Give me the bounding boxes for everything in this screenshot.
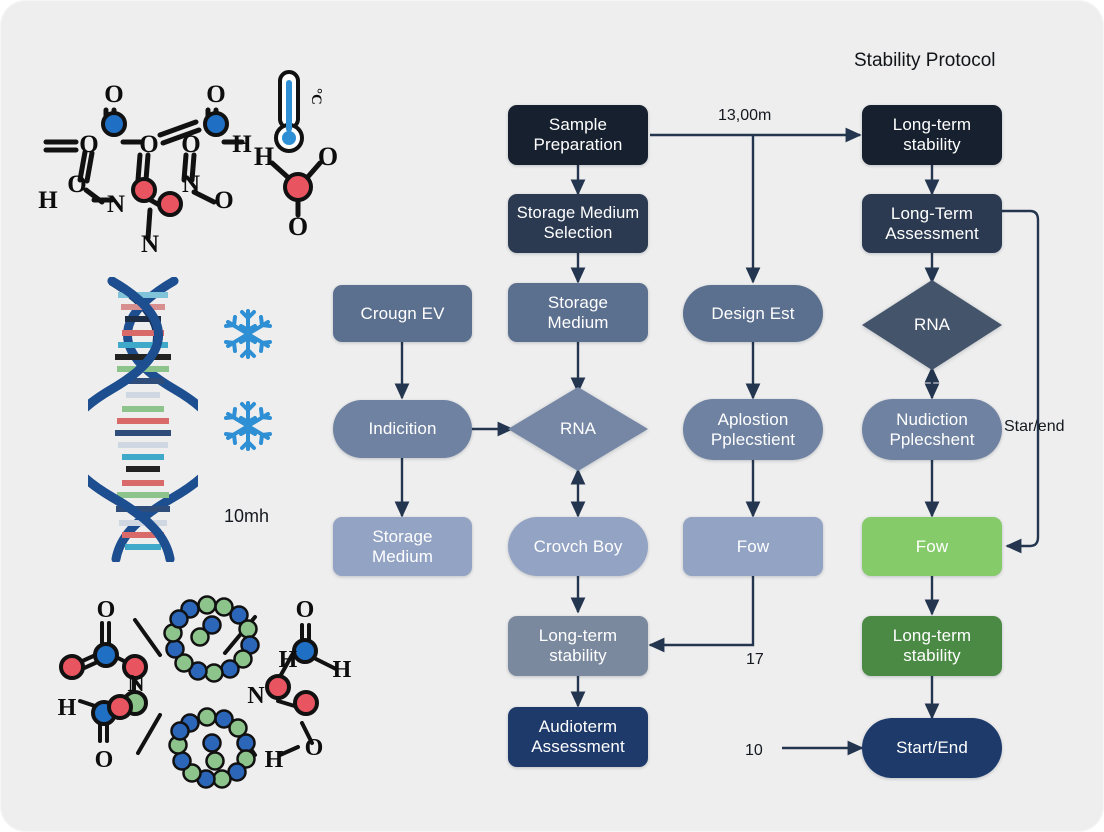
svg-text:H: H [58, 695, 77, 721]
node-start-end[interactable]: Start/End [862, 718, 1002, 778]
dna-helix-illustration [88, 277, 198, 562]
svg-text:N: N [141, 231, 159, 258]
svg-text:O: O [104, 81, 123, 108]
svg-text:O: O [214, 187, 233, 214]
snowflake-icon [224, 309, 272, 359]
node-long-term-stability-green[interactable]: Long-term stability [862, 616, 1002, 676]
edge-label-13-00m: 13,00m [718, 107, 772, 124]
edge-label-17: 17 [746, 651, 764, 668]
molecule-water-illustration: H O O [254, 145, 338, 241]
node-design-est[interactable]: Design Est [683, 285, 823, 342]
chart-title: Stability Protocol [854, 50, 996, 71]
node-crovch-boy[interactable]: Crovch Boy [508, 517, 648, 576]
peptide-ring-top [163, 595, 260, 683]
node-storage-medium-center[interactable]: Storage Medium [508, 283, 648, 342]
node-aplostion-pplecstient[interactable]: Aplostion Pplecstient [683, 399, 823, 460]
thermometer-unit-label: °C [308, 88, 324, 105]
svg-text:O: O [95, 747, 114, 773]
node-nudiction-pplecshent[interactable]: Nudiction Pplecshent [862, 399, 1002, 460]
node-rna-center[interactable]: RNA [508, 387, 648, 471]
svg-text:O: O [97, 597, 116, 623]
node-storage-medium-selection[interactable]: Storage Medium Selection [508, 194, 648, 253]
svg-text:O: O [305, 735, 324, 761]
svg-text:N: N [182, 171, 200, 198]
edge-label-star-end: Star/end [1004, 418, 1065, 435]
svg-text:O: O [181, 131, 200, 158]
svg-text:H: H [254, 145, 274, 171]
node-crougn-ev[interactable]: Crougn EV [333, 285, 472, 342]
svg-text:O: O [67, 171, 86, 198]
svg-text:H: H [232, 131, 252, 158]
svg-text:O: O [79, 131, 98, 158]
node-rna-center-label: RNA [560, 419, 596, 438]
svg-text:N: N [247, 683, 265, 709]
node-rna-right[interactable]: RNA [862, 280, 1002, 370]
node-long-term-stability-top-right[interactable]: Long-term stability [862, 105, 1002, 165]
node-fow-green[interactable]: Fow [862, 517, 1002, 576]
node-storage-medium-left[interactable]: Storage Medium [333, 517, 472, 576]
svg-text:H: H [279, 647, 298, 673]
duration-label: 10mh [224, 506, 270, 526]
node-long-term-assessment[interactable]: Long-Term Assessment [862, 194, 1002, 253]
thermometer-icon: °C [274, 70, 324, 153]
node-audioterm-assessment[interactable]: Audioterm Assessment [508, 707, 648, 767]
svg-text:O: O [139, 131, 158, 158]
molecule-bottom-illustration: O N H O N H O H O H [58, 595, 352, 789]
edge-label-10: 10 [745, 742, 763, 759]
svg-text:H: H [265, 747, 284, 773]
peptide-ring-bottom [168, 707, 256, 789]
node-fow-column3[interactable]: Fow [683, 517, 823, 576]
svg-text:O: O [206, 81, 225, 108]
node-long-term-stability-center[interactable]: Long-term stability [508, 616, 648, 676]
node-indicition[interactable]: Indicition [333, 400, 472, 458]
svg-text:O: O [288, 212, 308, 241]
snowflake-icon [224, 401, 272, 451]
svg-text:H: H [333, 657, 352, 683]
node-sample-preparation[interactable]: Sample Preparation [508, 105, 648, 165]
svg-text:N: N [107, 191, 125, 218]
node-rna-right-label: RNA [914, 315, 950, 334]
svg-text:O: O [318, 145, 338, 171]
svg-text:N: N [127, 671, 145, 697]
svg-text:O: O [296, 597, 315, 623]
molecule-top-illustration: O O O O O H O H N N O N [38, 81, 252, 258]
svg-text:H: H [38, 187, 58, 214]
